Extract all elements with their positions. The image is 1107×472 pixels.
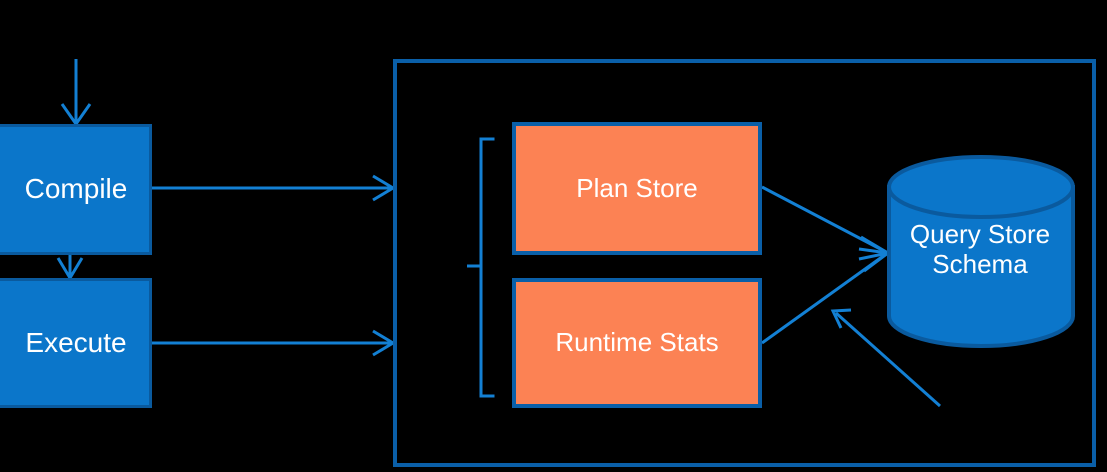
node-query-store-schema[interactable] — [887, 155, 1075, 348]
node-runtime-stats[interactable] — [512, 278, 762, 408]
node-plan-store[interactable] — [512, 122, 762, 255]
query-store-container — [393, 59, 1096, 467]
node-compile[interactable] — [0, 124, 152, 255]
node-execute[interactable] — [0, 278, 152, 408]
store-group-bracket — [467, 137, 495, 398]
edge-external-to-schema — [830, 308, 941, 408]
